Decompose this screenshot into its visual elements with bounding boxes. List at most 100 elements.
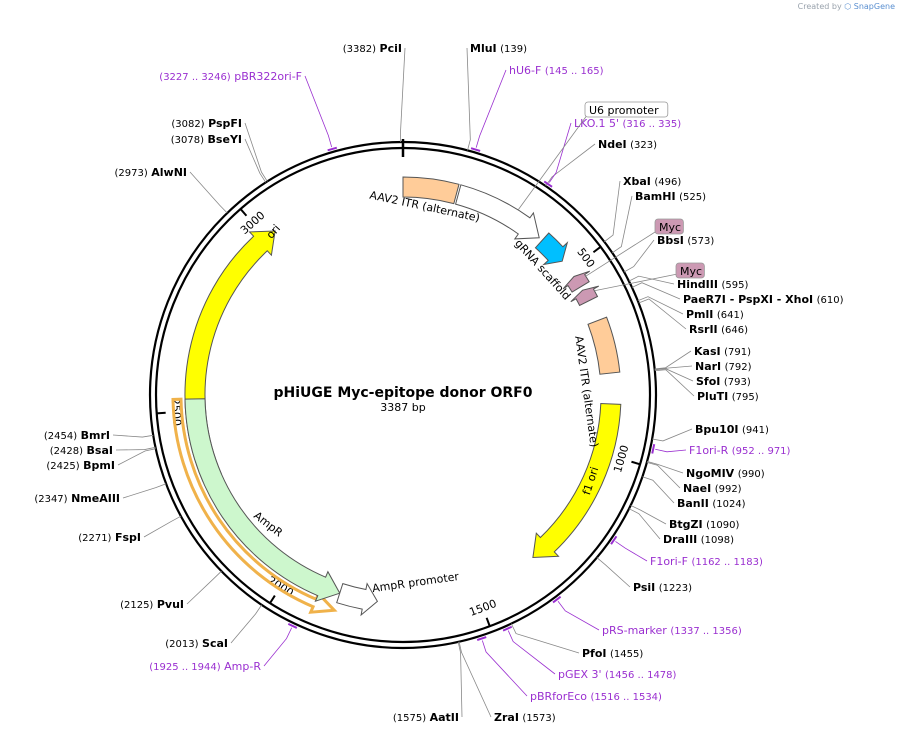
enzyme-label: NgoMIV (990) (686, 467, 765, 480)
primer-leader (263, 627, 293, 667)
enzyme-name: DraIII (663, 533, 697, 546)
enzyme-leader (654, 368, 694, 382)
enzyme-position: (610) (817, 295, 844, 306)
enzyme-leader (545, 143, 596, 187)
primer-name: hU6-F (509, 64, 541, 77)
enzyme-label: SfoI (793) (696, 375, 751, 388)
enzyme-position: (990) (738, 469, 765, 480)
primer-leader (304, 75, 333, 148)
enzyme-label: NaeI (992) (683, 482, 742, 495)
credit-prefix: Created by (797, 2, 842, 11)
feature-f1 (532, 402, 622, 559)
enzyme-name: RsrII (689, 323, 718, 336)
enzyme-name: FspI (115, 531, 141, 544)
primer-label: (1925 .. 1944) Amp-R (149, 660, 261, 673)
callout-box (584, 101, 669, 118)
primer-name: Amp-R (224, 660, 261, 673)
enzyme-leader (642, 476, 675, 504)
enzyme-name: PfoI (582, 647, 607, 660)
primer-leader (615, 541, 648, 562)
tick-mark (156, 411, 166, 415)
callout-label: Myc (659, 221, 681, 234)
feature-myc1 (562, 270, 590, 293)
feature-scaffold (534, 232, 569, 266)
enzyme-leader (117, 448, 156, 466)
enzyme-leader (637, 296, 684, 315)
primer-label: pGEX 3' (1456 .. 1478) (558, 668, 677, 681)
enzyme-leader (122, 483, 167, 499)
enzyme-leader (638, 298, 687, 330)
enzyme-leader (112, 434, 154, 438)
enzyme-name: KasI (694, 345, 721, 358)
plasmid-backbone (148, 139, 658, 650)
enzyme-label: (2125) PvuI (120, 598, 184, 611)
enzyme-name: NmeAIII (71, 492, 120, 505)
feature-itr2 (587, 316, 621, 375)
enzyme-name: BbsI (657, 234, 684, 247)
enzyme-label: Bpu10I (941) (695, 423, 769, 436)
enzyme-leader (244, 138, 267, 183)
enzyme-label: (2425) BpmI (46, 459, 115, 472)
primer-mark (287, 622, 298, 629)
primer-mark (502, 625, 513, 632)
enzyme-position: (573) (687, 236, 714, 247)
enzyme-label: BtgZI (1090) (669, 518, 739, 531)
enzyme-label: BanII (1024) (677, 497, 746, 510)
callout-leader (594, 273, 681, 292)
enzyme-position: (595) (721, 280, 748, 291)
primer-label: hU6-F (145 .. 165) (509, 64, 604, 77)
enzyme-label: PsiI (1223) (633, 581, 692, 594)
enzyme-label: NdeI (323) (598, 138, 657, 151)
primer-range: (316 .. 335) (622, 119, 681, 130)
enzyme-leader (115, 446, 156, 451)
enzyme-position: (795) (732, 392, 759, 403)
enzyme-position: (1223) (659, 583, 692, 594)
enzyme-name: HindIII (677, 278, 718, 291)
enzyme-label: PaeR7I - PspXI - XhoI (610) (683, 293, 844, 306)
callout-leader (585, 229, 660, 277)
enzyme-leader (628, 508, 661, 540)
enzyme-name: NgoMIV (686, 467, 735, 480)
enzyme-position: (1573) (522, 713, 555, 724)
primer-leader (481, 640, 528, 697)
tick-mark (269, 595, 276, 604)
tick-mark (631, 460, 641, 466)
plasmid-size: 3387 bp (380, 401, 425, 414)
enzyme-position: (1575) (393, 713, 426, 724)
enzyme-name: PaeR7I - PspXI - XhoI (683, 293, 813, 306)
callout-box (675, 262, 705, 279)
enzyme-position: (793) (724, 377, 751, 388)
enzyme-leader (630, 504, 667, 525)
enzyme-label: HindIII (595) (677, 278, 748, 291)
enzyme-leader (646, 461, 681, 489)
enzyme-leader (230, 604, 263, 644)
enzyme-label: MluI (139) (470, 42, 527, 55)
enzyme-name: XbaI (623, 175, 651, 188)
enzyme-position: (3382) (343, 44, 376, 55)
primer-mark (476, 636, 487, 641)
callout-leader (517, 112, 590, 211)
enzyme-leader (596, 557, 631, 588)
enzyme-name: PluTI (697, 390, 728, 403)
primer-name: pGEX 3' (558, 668, 602, 681)
primer-label: pRS-marker (1337 .. 1356) (602, 624, 742, 637)
callout-label: U6 promoter (589, 104, 659, 117)
enzyme-label: (2347) NmeAIII (34, 492, 120, 505)
enzyme-leader (400, 47, 406, 143)
enzyme-name: SfoI (696, 375, 720, 388)
enzyme-label: ZraI (1573) (494, 711, 556, 724)
snapgene-credit: Created by ⬡ SnapGene (798, 2, 895, 11)
primer-mark (327, 146, 338, 152)
enzyme-name: AatII (430, 711, 459, 724)
enzyme-position: (791) (724, 347, 751, 358)
enzyme-position: (2013) (165, 639, 198, 650)
enzyme-position: (992) (715, 484, 742, 495)
enzyme-position: (646) (721, 325, 748, 336)
enzyme-position: (525) (679, 192, 706, 203)
enzyme-name: PvuI (157, 598, 184, 611)
enzyme-leader (510, 623, 580, 654)
enzyme-label: PfoI (1455) (582, 647, 643, 660)
